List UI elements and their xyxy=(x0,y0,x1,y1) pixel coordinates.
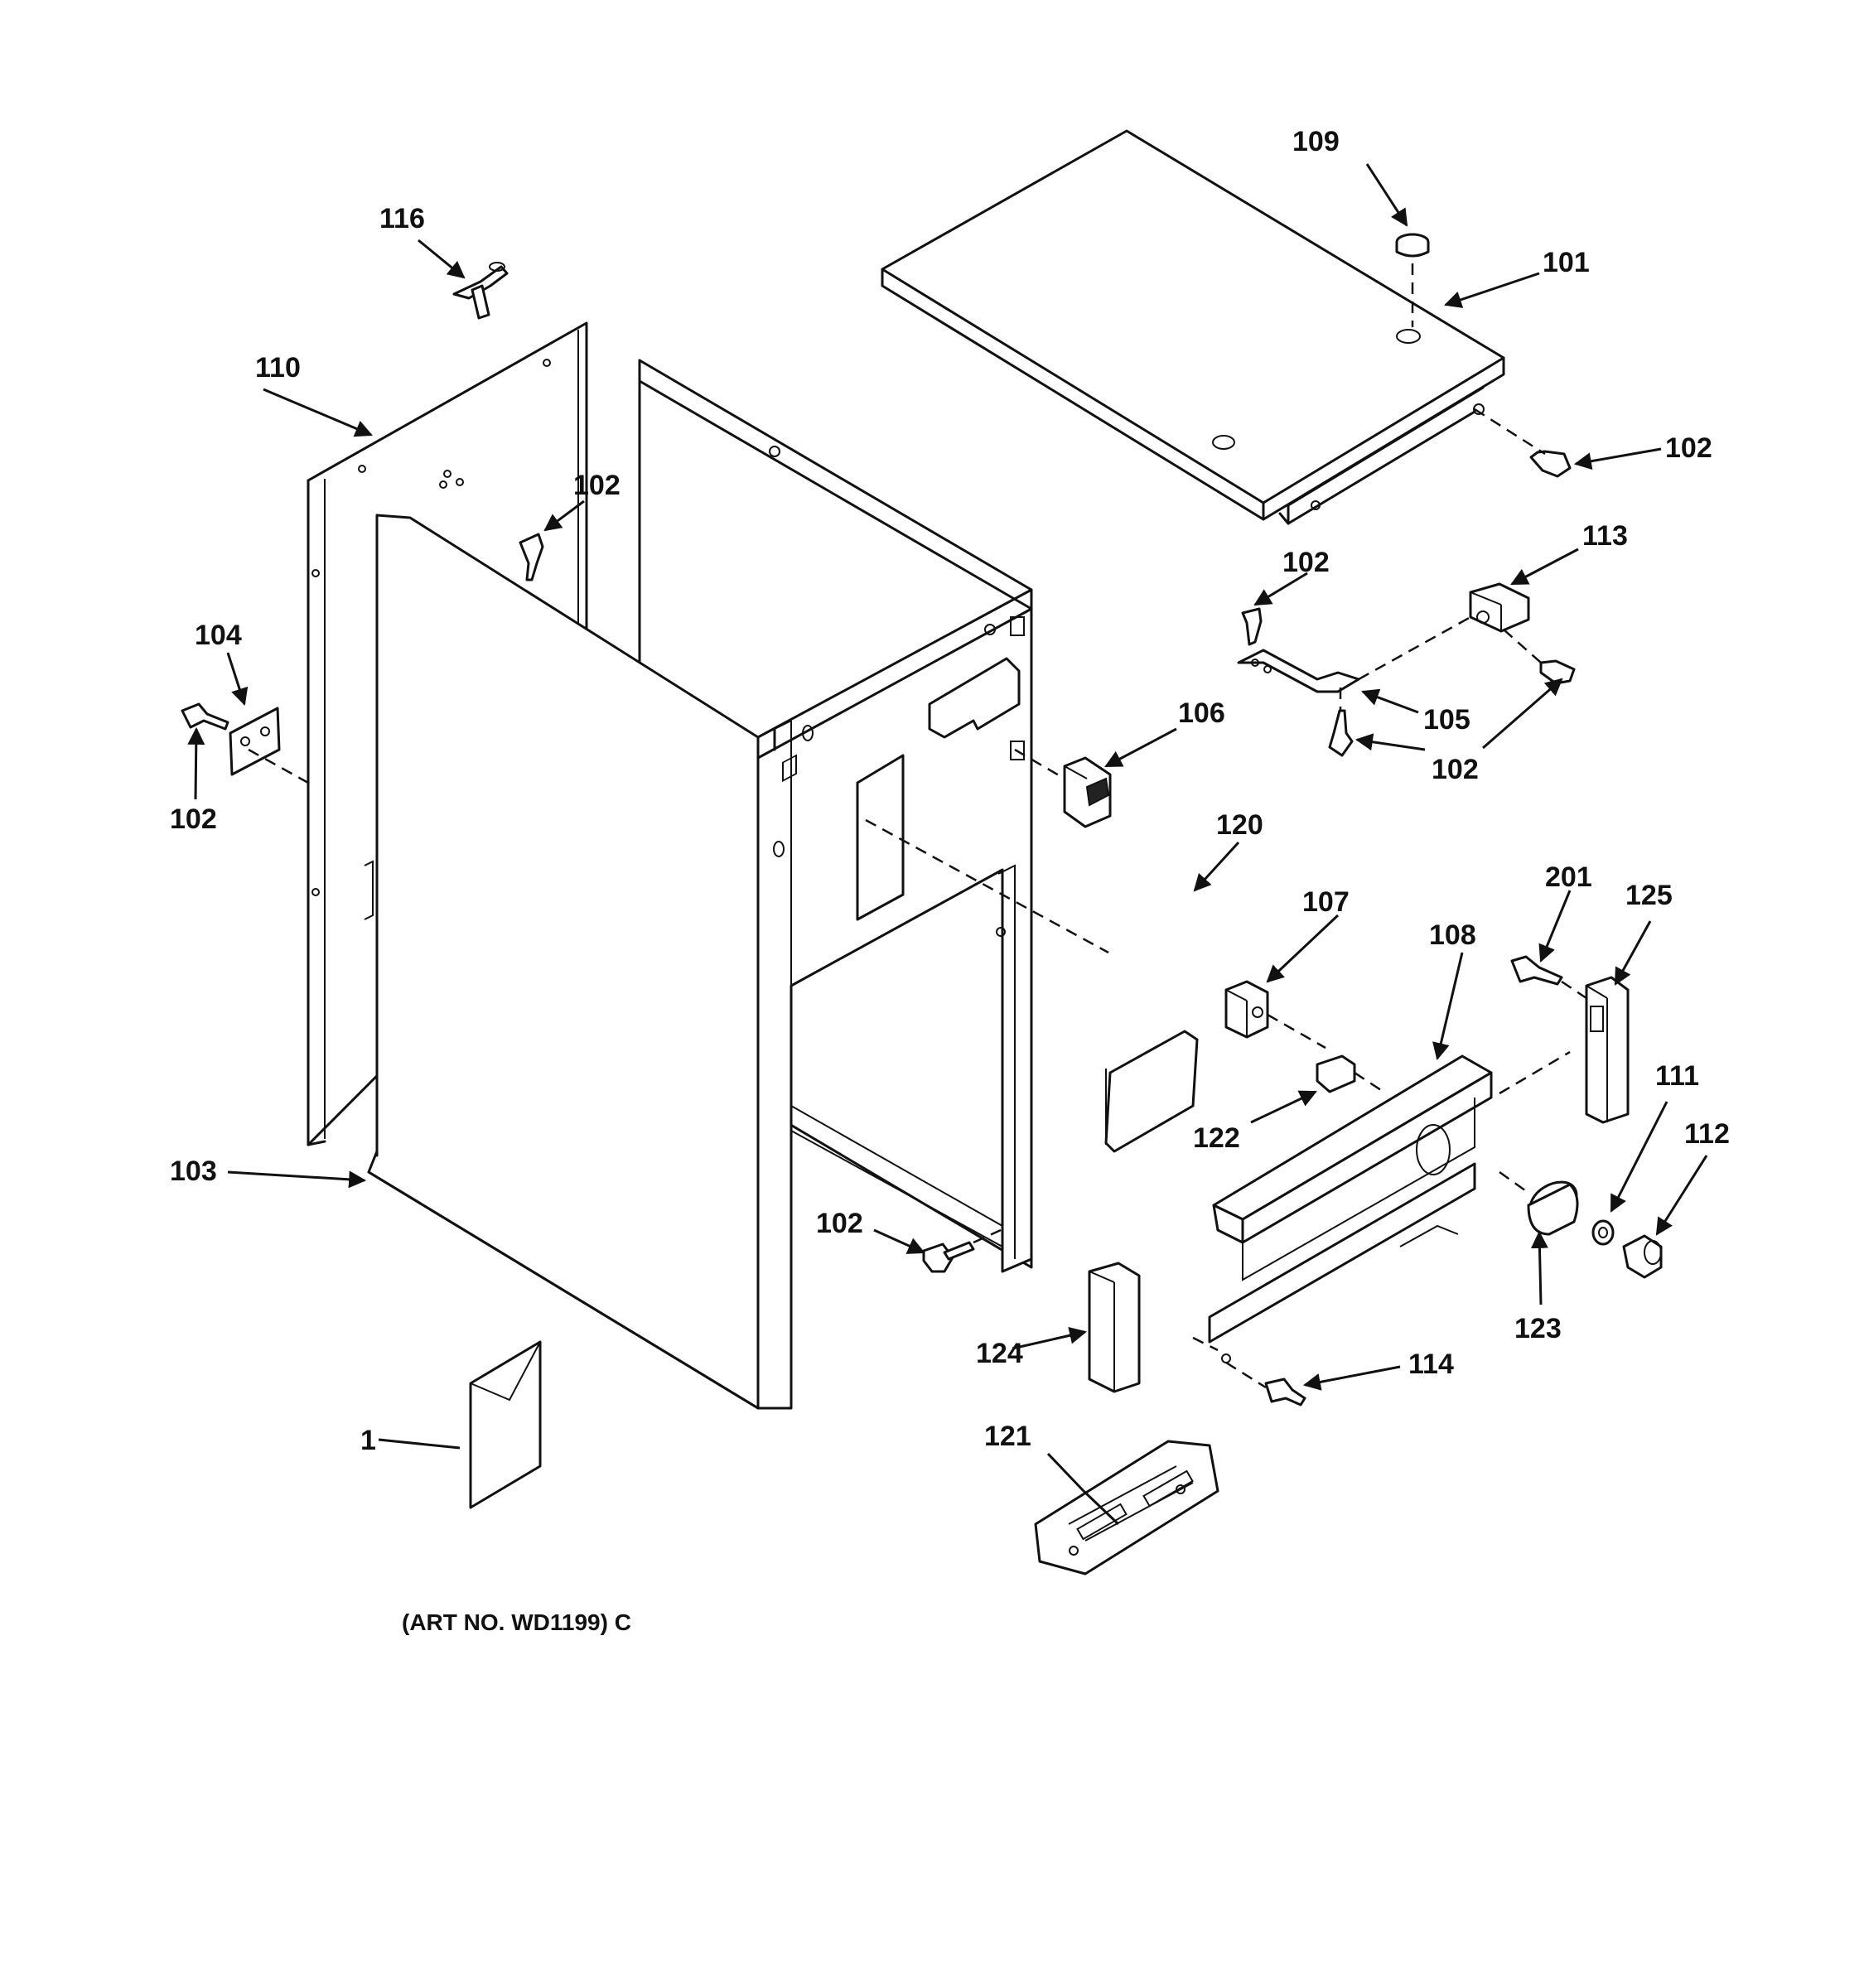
callout-125: 125 xyxy=(1625,880,1673,911)
callout-104: 104 xyxy=(195,620,242,651)
callout-122: 122 xyxy=(1193,1122,1240,1154)
callout-105: 105 xyxy=(1423,704,1470,736)
switch-part-107 xyxy=(1224,980,1269,1039)
callout-labels: 109 101 116 110 102 102 113 102 104 102 … xyxy=(170,126,1730,1456)
art-number-caption: (ART NO. WD1199) C xyxy=(402,1609,631,1635)
callout-102: 102 xyxy=(1665,432,1712,464)
clip-part-116 xyxy=(452,262,509,320)
dashed-guide xyxy=(1561,980,1587,1000)
screw-part-102 xyxy=(1241,607,1263,646)
screw-part-102 xyxy=(922,1241,975,1273)
parts-bag-part-121 xyxy=(1034,1440,1219,1575)
callout-101: 101 xyxy=(1543,247,1590,278)
hinge-bracket-part-105 xyxy=(1237,649,1360,693)
dashed-guide xyxy=(1474,408,1546,456)
callout-112: 112 xyxy=(1684,1118,1730,1150)
switch-part-106 xyxy=(1063,756,1112,828)
screw-part-102 xyxy=(1328,709,1354,757)
callout-116: 116 xyxy=(379,203,425,234)
callout-102: 102 xyxy=(1282,547,1330,578)
dashed-guide xyxy=(973,1228,1002,1244)
screw-part-201 xyxy=(1510,955,1563,986)
screw-part-102 xyxy=(519,533,544,581)
callout-1: 1 xyxy=(360,1425,376,1456)
screw-part-102 xyxy=(181,702,229,731)
dashed-guide xyxy=(1499,1170,1529,1194)
callout-201: 201 xyxy=(1545,861,1592,893)
callout-124: 124 xyxy=(976,1338,1023,1369)
bracket-part-104 xyxy=(229,707,281,776)
callout-102: 102 xyxy=(170,803,217,835)
callout-114: 114 xyxy=(1408,1349,1454,1380)
knob-part-112 xyxy=(1622,1234,1663,1279)
control-panel-part-108 xyxy=(1208,1054,1493,1363)
callout-102: 102 xyxy=(1432,754,1479,785)
callout-102: 102 xyxy=(573,470,621,501)
callout-113: 113 xyxy=(1582,520,1628,552)
dashed-guide xyxy=(1503,629,1542,663)
handle-part-124 xyxy=(1088,1262,1141,1393)
dashed-guide xyxy=(1499,1050,1571,1095)
bracket-part-125 xyxy=(1585,976,1630,1124)
callout-121: 121 xyxy=(984,1421,1031,1452)
dashed-guide xyxy=(1225,1361,1267,1389)
callout-123: 123 xyxy=(1514,1313,1562,1344)
dashed-guide xyxy=(1192,1336,1219,1352)
dashed-guide xyxy=(1014,748,1065,780)
hinge-block-part-113 xyxy=(1469,582,1530,633)
clip-part-122 xyxy=(1316,1054,1356,1093)
washer-part-111 xyxy=(1591,1219,1615,1246)
leader-lines xyxy=(187,163,1708,1526)
callout-107: 107 xyxy=(1302,886,1350,918)
manual-part-1 xyxy=(469,1340,542,1509)
callout-111: 111 xyxy=(1655,1060,1699,1092)
screw-part-102 xyxy=(1529,450,1572,478)
screw-part-114 xyxy=(1264,1378,1306,1407)
callout-110: 110 xyxy=(255,352,301,384)
callout-108: 108 xyxy=(1429,919,1476,951)
dashed-guide xyxy=(1354,1071,1384,1093)
dashed-guide xyxy=(1267,1013,1326,1049)
callout-103: 103 xyxy=(170,1156,217,1187)
screw-part-102 xyxy=(1539,659,1576,685)
callout-106: 106 xyxy=(1178,697,1225,729)
callout-102: 102 xyxy=(816,1208,863,1239)
dashed-guide xyxy=(248,748,309,784)
bezel-part-123 xyxy=(1527,1180,1579,1236)
callout-109: 109 xyxy=(1292,126,1340,157)
plug-part-109 xyxy=(1395,233,1430,258)
dashed-guide xyxy=(865,818,1109,954)
dashed-guide xyxy=(1358,615,1471,681)
access-cover-part-120 xyxy=(1104,1030,1199,1153)
cabinet-part-103 xyxy=(367,359,1033,1410)
top-cover-part-101 xyxy=(881,129,1505,525)
callout-120: 120 xyxy=(1216,809,1263,841)
